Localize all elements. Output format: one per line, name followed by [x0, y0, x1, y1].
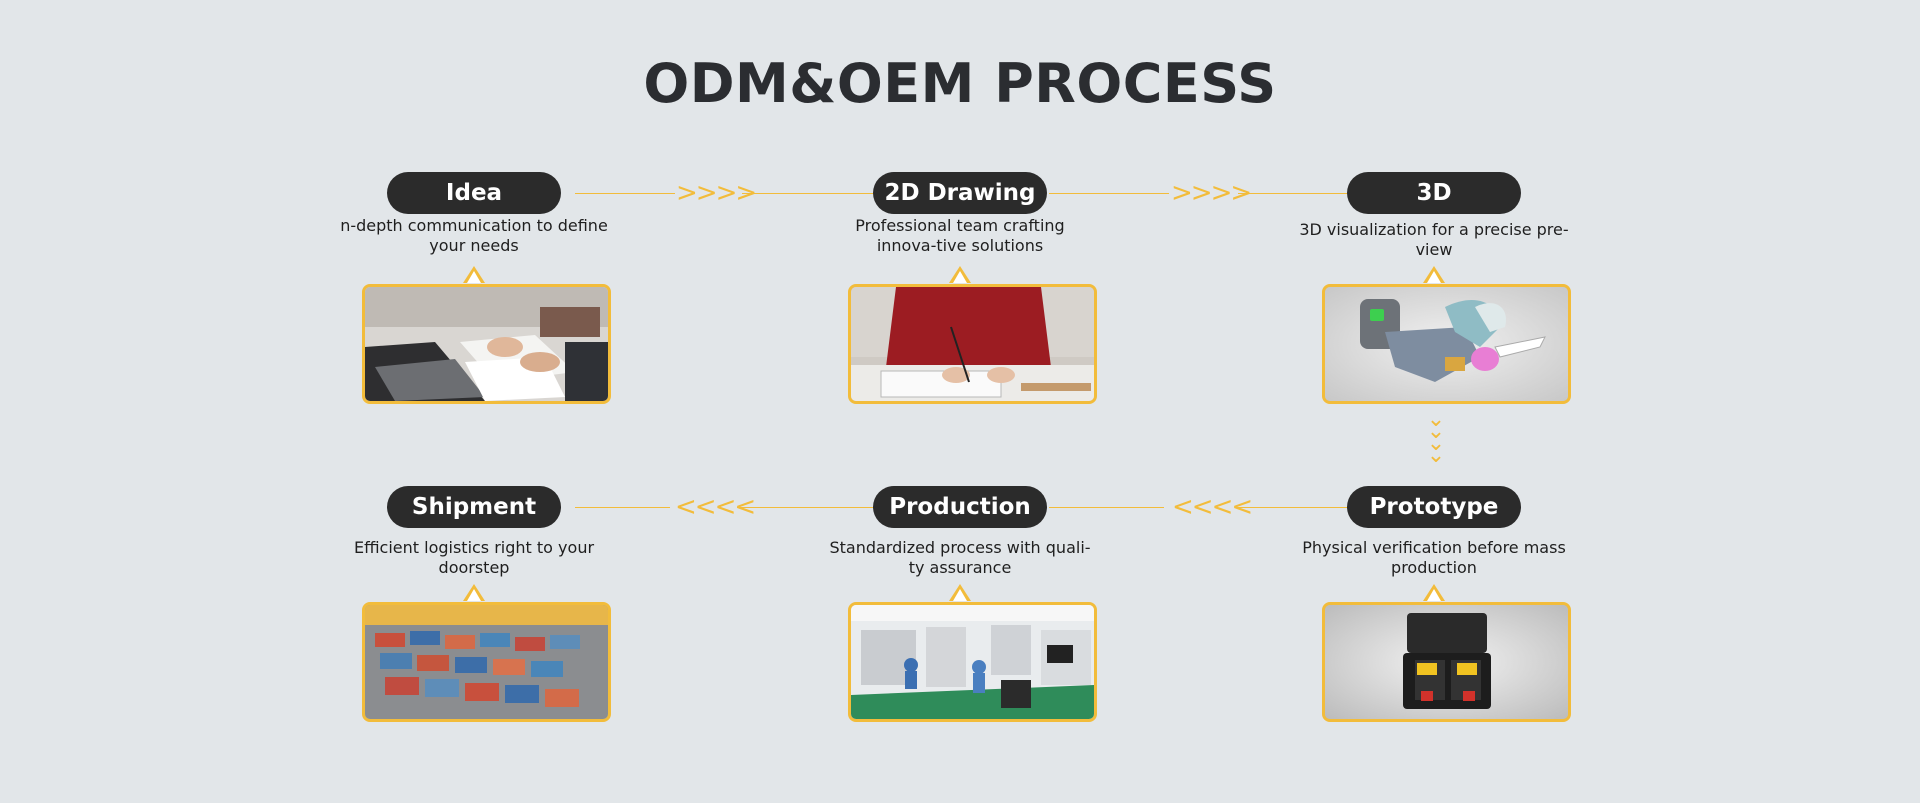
step-description: Standardized process with quali-ty assur…	[825, 538, 1095, 578]
step-label-pill: Shipment	[387, 486, 561, 528]
step-2d-drawing: 2D Drawing Professional team crafting in…	[825, 172, 1095, 402]
callout-notch	[463, 584, 485, 601]
page-title: ODM&OEM PROCESS	[0, 52, 1920, 115]
step-label-pill: 3D	[1347, 172, 1521, 214]
factory-photo	[848, 602, 1097, 722]
step-label-pill: 2D Drawing	[873, 172, 1047, 214]
callout-notch	[949, 584, 971, 601]
step-production: Production Standardized process with qua…	[825, 486, 1095, 716]
step-label-pill: Prototype	[1347, 486, 1521, 528]
callout-notch	[949, 266, 971, 283]
step-description: 3D visualization for a precise pre-view	[1299, 220, 1569, 260]
tool-case-photo	[1322, 602, 1571, 722]
business-meeting-photo	[362, 284, 611, 404]
step-label-pill: Idea	[387, 172, 561, 214]
container-port-photo	[362, 602, 611, 722]
chevron-down-icon: ⌄⌄⌄⌄	[1421, 414, 1451, 462]
step-description: Professional team crafting innova-tive s…	[825, 216, 1095, 256]
step-description: n-depth communication to define your nee…	[339, 216, 609, 256]
step-idea: Idea n-depth communication to define you…	[339, 172, 609, 402]
step-prototype: Prototype Physical verification before m…	[1299, 486, 1569, 716]
step-description: Physical verification before mass produc…	[1299, 538, 1569, 578]
callout-notch	[463, 266, 485, 283]
step-label-pill: Production	[873, 486, 1047, 528]
step-shipment: Shipment Efficient logistics right to yo…	[339, 486, 609, 716]
callout-notch	[1423, 266, 1445, 283]
drawing-photo	[848, 284, 1097, 404]
step-description: Efficient logistics right to your doorst…	[339, 538, 609, 578]
pruner-render-photo	[1322, 284, 1571, 404]
callout-notch	[1423, 584, 1445, 601]
step-3d: 3D 3D visualization for a precise pre-vi…	[1299, 172, 1569, 402]
